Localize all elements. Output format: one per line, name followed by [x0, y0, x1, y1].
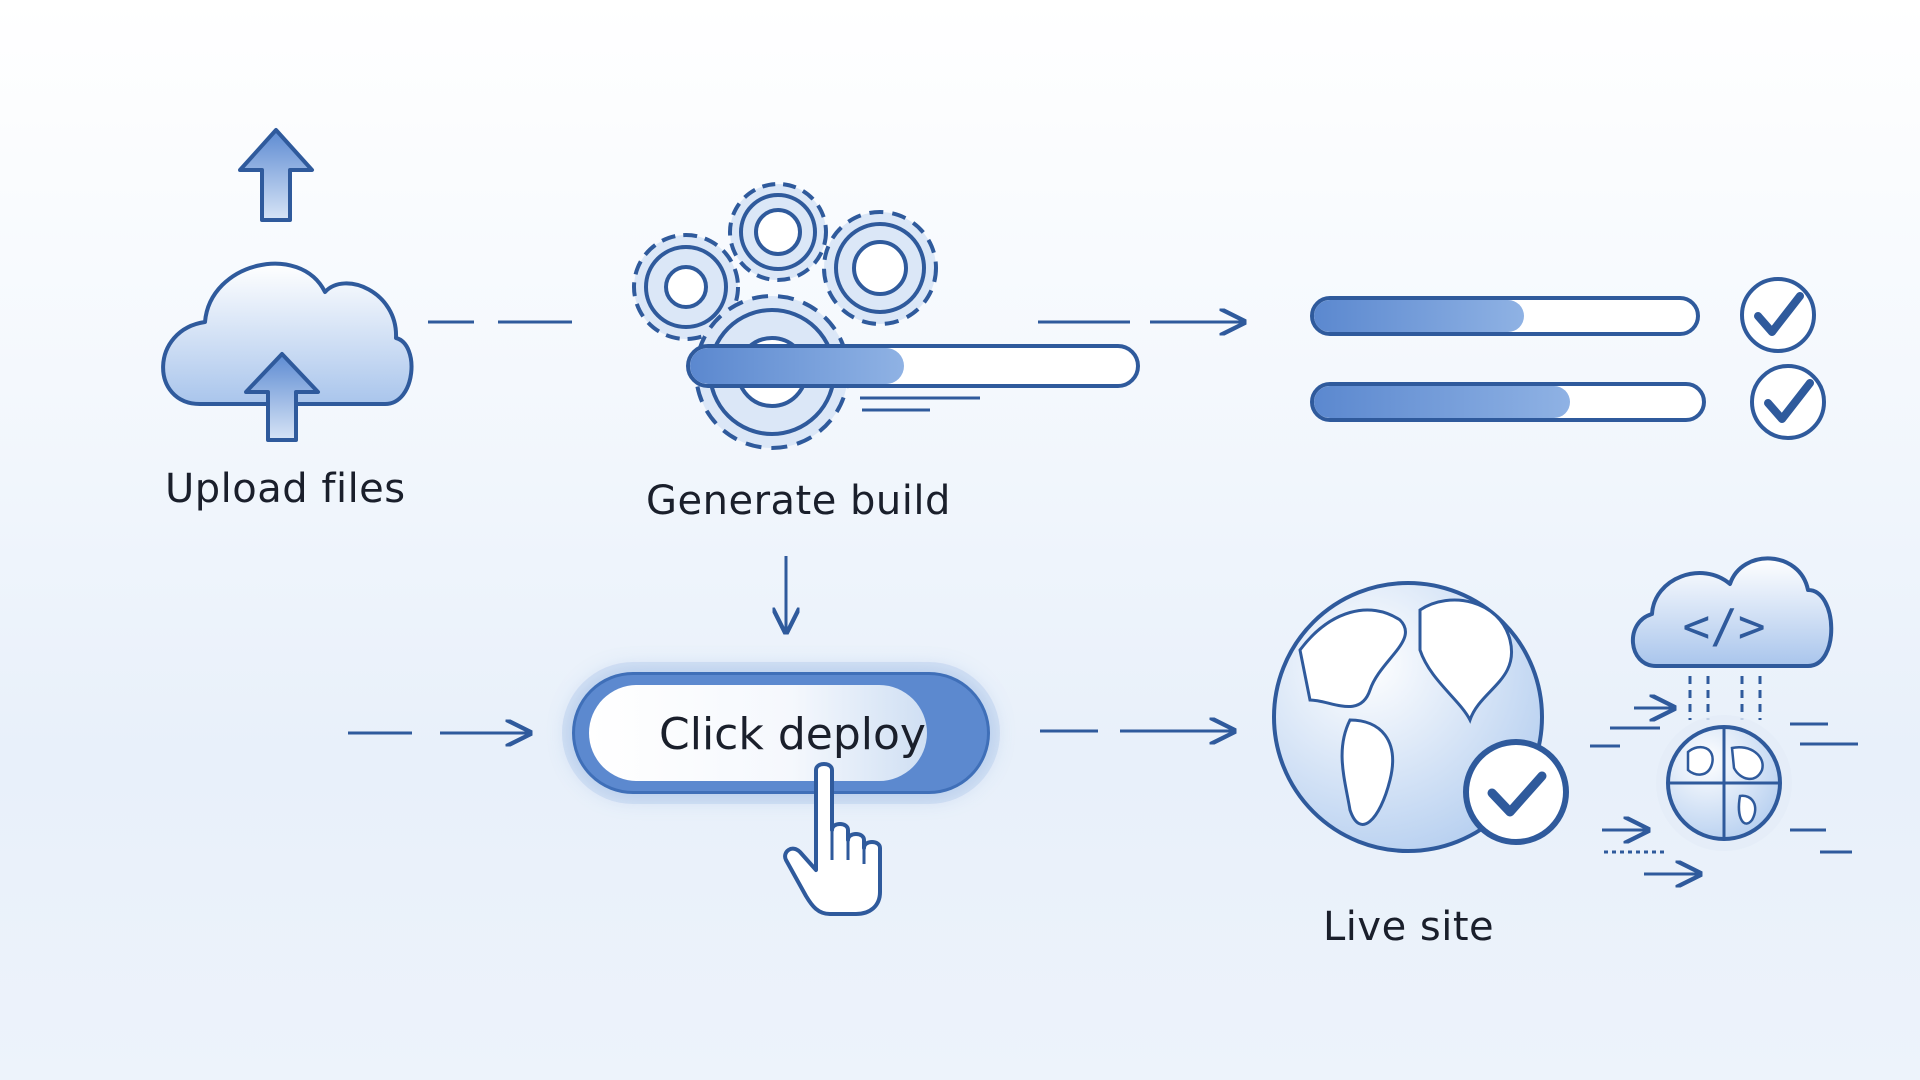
code-glyph-text: </> — [1682, 599, 1765, 653]
check-progress-fill — [1314, 300, 1524, 332]
gear-icon-right — [822, 210, 938, 326]
build-progress-fill — [690, 348, 904, 384]
upload-files-label: Upload files — [165, 466, 406, 512]
deploy-button-label: Click deploy — [659, 709, 926, 760]
small-globe-icon — [1656, 715, 1792, 851]
build-progress-bar — [686, 344, 1140, 412]
data-stream-lines — [1590, 676, 1858, 874]
cloud-upload-icon — [161, 128, 414, 442]
globe-check-icon — [1272, 581, 1569, 853]
deploy-button-inner — [589, 685, 927, 781]
generate-build-label: Generate build — [646, 478, 951, 524]
check-circle-icon — [1740, 277, 1816, 353]
gear-icon-top — [728, 182, 828, 282]
check-row-2 — [1310, 364, 1826, 440]
hand-pointer-icon — [783, 762, 882, 916]
deploy-button[interactable]: Click deploy — [572, 672, 990, 794]
code-cloud-icon: </> — [1630, 556, 1834, 668]
gears-icon — [632, 182, 938, 450]
check-circle-icon — [1463, 739, 1569, 845]
check-circle-icon — [1750, 364, 1826, 440]
gear-icon-small-left — [632, 233, 740, 341]
check-row-1 — [1310, 277, 1816, 353]
check-progress-fill — [1314, 386, 1570, 418]
live-site-label: Live site — [1323, 904, 1495, 950]
